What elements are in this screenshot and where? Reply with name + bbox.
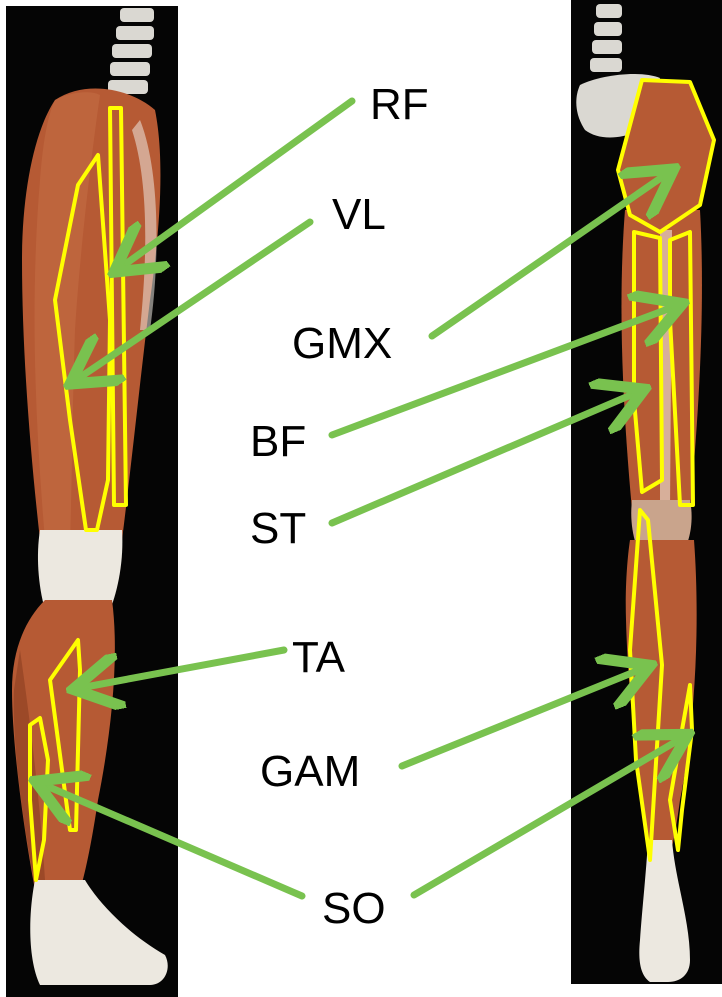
left-knee — [38, 530, 122, 610]
label-so: SO — [322, 884, 386, 933]
label-st: ST — [250, 504, 306, 553]
right-leg-panel — [571, 0, 722, 984]
muscle-labels: RF VL GMX BF ST TA GAM SO — [250, 80, 429, 933]
label-vl: VL — [332, 190, 386, 239]
label-rf: RF — [370, 80, 429, 129]
left-leg-panel — [6, 6, 178, 997]
label-ta: TA — [292, 633, 346, 682]
label-gam: GAM — [260, 747, 360, 796]
label-bf: BF — [250, 417, 306, 466]
label-gmx: GMX — [292, 319, 392, 368]
